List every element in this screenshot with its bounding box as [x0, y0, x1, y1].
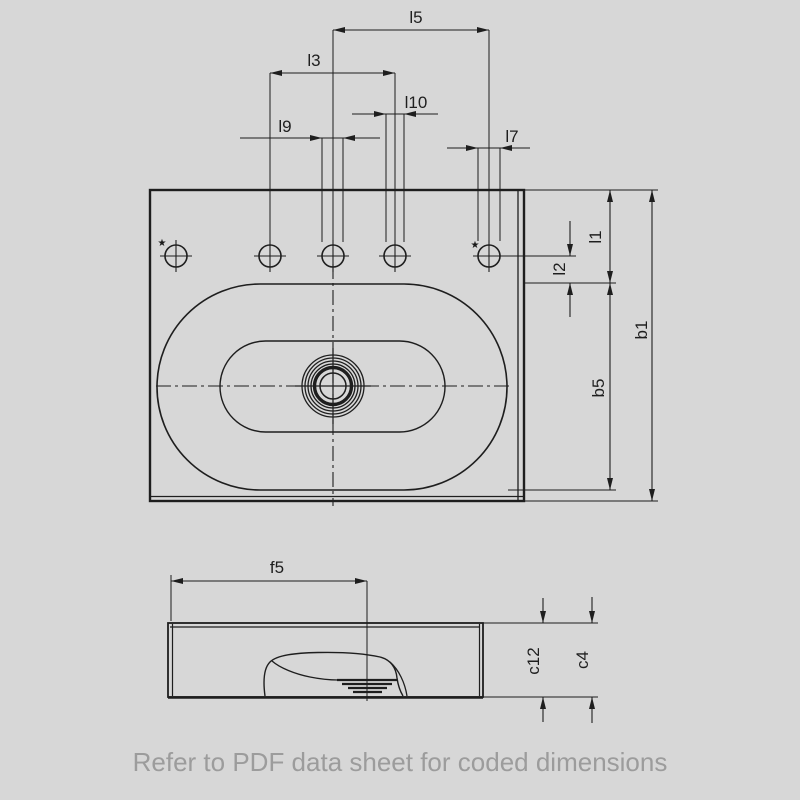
dim-label-l5: l5: [409, 8, 422, 27]
footer-note: Refer to PDF data sheet for coded dimens…: [133, 747, 668, 777]
optional-hole-star-left: ★: [158, 238, 167, 249]
extension-lines-side: [170, 575, 598, 701]
tap-holes: [160, 240, 505, 272]
dim-label-l3: l3: [307, 51, 320, 70]
dim-label-l9: l9: [278, 117, 291, 136]
extension-lines-holes: [269, 30, 501, 244]
tap-spout-line: [271, 660, 339, 681]
dimension-system-top-view: [240, 27, 658, 502]
side-slab-inner-lines: [170, 624, 481, 696]
dim-label-l7: l7: [505, 127, 518, 146]
dim-label-l10: l10: [405, 93, 428, 112]
top-view: [148, 188, 526, 506]
dimension-system-side-view: [170, 575, 598, 723]
side-view: [167, 622, 484, 699]
dim-label-l1: l1: [586, 230, 605, 243]
basin-edge-inner-lines: [151, 191, 523, 500]
dim-label-f5: f5: [270, 558, 284, 577]
optional-hole-star-right: ★: [471, 240, 480, 251]
tap-body-outline: [263, 651, 404, 697]
dim-label-c12: c12: [524, 647, 543, 674]
basin-outline: [148, 188, 526, 503]
dim-label-l2: l2: [550, 262, 569, 275]
dimension-lines-side: [171, 580, 593, 723]
bowl-outer-rim: [156, 283, 508, 491]
centerlines: [156, 264, 510, 506]
tap-front-curve: [389, 661, 408, 697]
dim-label-c4: c4: [573, 651, 592, 669]
dim-label-b1: b1: [632, 321, 651, 340]
dim-label-b5: b5: [589, 379, 608, 398]
tap-hole-crosshairs: [160, 240, 505, 272]
